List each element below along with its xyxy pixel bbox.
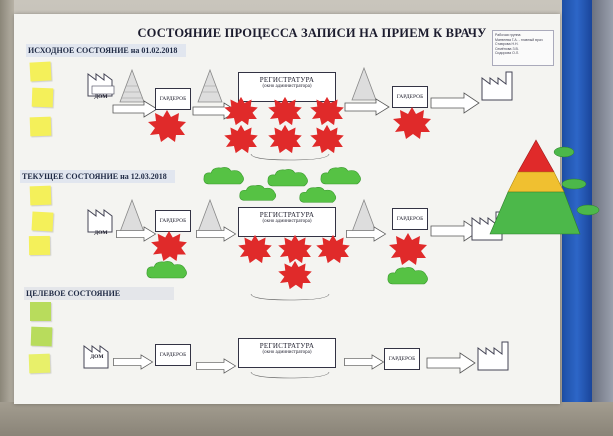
timeline-bracket <box>250 371 330 379</box>
registry-subtitle: (окно администратора) <box>262 219 312 224</box>
arrow-icon <box>196 358 237 374</box>
burst-problem-icon <box>224 96 258 126</box>
sticky-note <box>28 353 51 374</box>
burst-problem-icon <box>148 110 186 142</box>
arrow-icon <box>344 354 385 370</box>
sticky-note <box>31 211 54 232</box>
burst-problem-icon <box>224 124 258 154</box>
garderob-box: ГАРДЕРОБ <box>384 348 420 370</box>
cloud-solution-icon <box>267 169 308 187</box>
triangle-inventory-icon <box>119 68 145 103</box>
section-current-label: ТЕКУЩЕЕ СОСТОЯНИЕ на 12.03.2018 <box>20 170 175 183</box>
burst-problem-icon <box>310 124 344 154</box>
arrow-icon <box>112 100 158 118</box>
sticky-note <box>28 235 51 256</box>
registry-subtitle: (окно администратора) <box>262 84 312 89</box>
dark-frame <box>592 0 613 436</box>
dom-label: ДОМ <box>94 94 108 100</box>
registry-box: РЕГИСТРАТУРА (окно администратора) <box>238 338 336 368</box>
burst-problem-icon <box>310 96 344 126</box>
arrow-icon <box>116 226 157 242</box>
burst-problem-icon <box>278 260 312 290</box>
sticky-note <box>29 116 52 137</box>
factory-icon <box>87 209 113 233</box>
cloud-solution-icon <box>203 167 244 185</box>
cloud-solution-icon <box>387 267 428 285</box>
dom-label: ДОМ <box>90 354 104 360</box>
section-initial-label: ИСХОДНОЕ СОСТОЯНИЕ на 01.02.2018 <box>26 44 186 57</box>
sticky-note <box>30 302 51 321</box>
legend-line: Семёнова З.В. <box>495 46 519 51</box>
registry-title: РЕГИСТРАТУРА <box>259 211 315 219</box>
garderob-box: ГАРДЕРОБ <box>392 86 428 108</box>
sticky-note <box>29 61 52 82</box>
team-legend: Рабочая группа: Матвеева Г.А. - главный … <box>492 30 554 66</box>
cloud-solution-icon <box>320 167 361 185</box>
legend-line: Матвеева Г.А. - главный врач <box>495 37 543 42</box>
factory-icon <box>87 73 115 97</box>
process-poster: СОСТОЯНИЕ ПРОЦЕССА ЗАПИСИ НА ПРИЕМ К ВРА… <box>14 14 560 404</box>
registry-box: РЕГИСТРАТУРА (окно администратора) <box>238 207 336 237</box>
burst-problem-icon <box>268 96 302 126</box>
sticky-note <box>30 326 53 347</box>
arrow-icon <box>113 354 154 370</box>
burst-problem-icon <box>268 124 302 154</box>
cloud-solution-icon <box>299 187 337 203</box>
sticky-note <box>31 87 54 108</box>
burst-problem-icon <box>389 233 427 265</box>
triangle-inventory-icon <box>351 66 377 101</box>
arrow-icon <box>196 226 237 242</box>
left-wall-edge <box>0 0 14 436</box>
arrow-icon <box>426 352 476 374</box>
timeline-bracket <box>250 293 330 301</box>
legend-line: Рабочая группа: <box>495 33 522 37</box>
registry-title: РЕГИСТРАТУРА <box>259 342 315 350</box>
poster-title: СОСТОЯНИЕ ПРОЦЕССА ЗАПИСИ НА ПРИЕМ К ВРА… <box>137 26 487 40</box>
pyramid-icon <box>489 139 600 235</box>
legend-line: Ставрова Н.Н. <box>495 42 519 46</box>
sticky-note <box>29 185 52 206</box>
cloud-solution-icon <box>239 185 277 201</box>
factory-icon <box>477 341 509 371</box>
triangle-inventory-icon <box>197 68 223 103</box>
registry-subtitle: (окно администратора) <box>262 350 312 355</box>
factory-icon <box>481 71 513 101</box>
garderob-box: ГАРДЕРОБ <box>155 88 191 110</box>
garderob-box: ГАРДЕРОБ <box>155 210 191 232</box>
arrow-icon <box>344 98 390 116</box>
registry-title: РЕГИСТРАТУРА <box>259 76 315 84</box>
timeline-bracket <box>250 153 330 161</box>
burst-problem-icon <box>278 234 312 264</box>
burst-problem-icon <box>393 107 431 139</box>
floor-edge <box>0 402 613 436</box>
garderob-box: ГАРДЕРОБ <box>155 344 191 366</box>
burst-problem-icon <box>238 234 272 264</box>
burst-problem-icon <box>151 230 187 262</box>
garderob-box: ГАРДЕРОБ <box>392 208 428 230</box>
cloud-solution-icon <box>146 261 187 279</box>
legend-line: Сидорова О.Л. <box>495 51 520 55</box>
factory-icon <box>83 345 109 369</box>
burst-problem-icon <box>316 234 350 264</box>
arrow-icon <box>430 92 480 114</box>
dom-label: ДОМ <box>94 230 108 236</box>
registry-box: РЕГИСТРАТУРА (окно администратора) <box>238 72 336 102</box>
arrow-icon <box>346 226 387 242</box>
section-target-label: ЦЕЛЕВОЕ СОСТОЯНИЕ <box>24 287 174 300</box>
